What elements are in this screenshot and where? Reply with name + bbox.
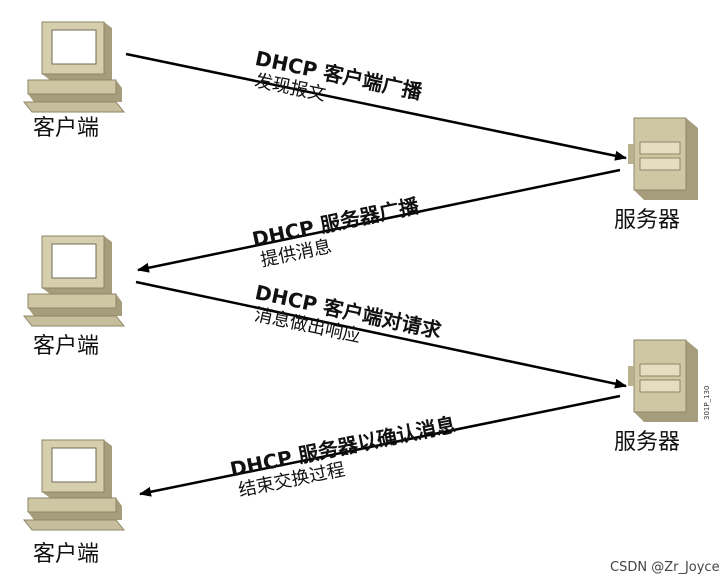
figure-code: 301P_130 — [703, 385, 711, 420]
arrow-offer — [137, 168, 621, 273]
watermark: CSDN @Zr_Joyce — [610, 560, 720, 575]
arrow-ack — [139, 394, 621, 497]
client-label-3: 客户端 — [33, 542, 100, 567]
server-label-1: 服务器 — [614, 208, 681, 233]
client-computer-icon-1 — [23, 21, 125, 113]
client-label-2: 客户端 — [33, 334, 100, 359]
arrow-request — [135, 280, 627, 389]
server-icon-2 — [627, 339, 699, 423]
client-label-1: 客户端 — [33, 116, 100, 141]
arrow-discover — [125, 52, 627, 161]
server-label-2: 服务器 — [614, 430, 681, 455]
client-computer-icon-3 — [23, 439, 125, 531]
server-icon-1 — [627, 117, 699, 201]
client-computer-icon-2 — [23, 235, 125, 327]
